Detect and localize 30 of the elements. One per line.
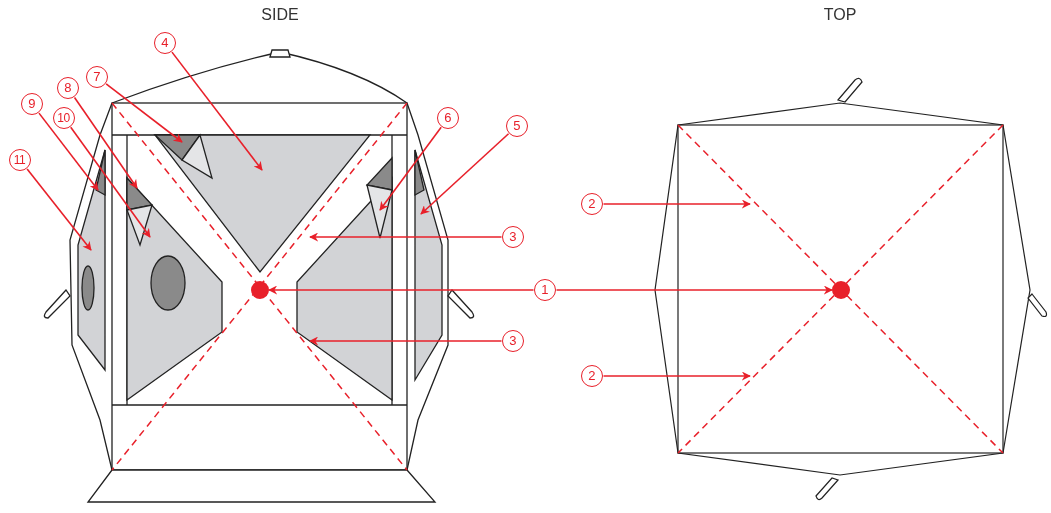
callout-number: 11 — [8, 148, 31, 171]
callout-number: 6 — [436, 106, 459, 129]
callout-number: 7 — [85, 65, 108, 88]
callout-number: 3 — [501, 225, 524, 248]
callout-number: 5 — [505, 114, 528, 137]
callout-number: 1 — [533, 278, 556, 301]
leader-line — [73, 96, 138, 189]
leader-line — [69, 126, 151, 238]
callout-number: 8 — [56, 76, 79, 99]
view-title: TOP — [823, 6, 857, 24]
callout-number: 9 — [20, 92, 43, 115]
callout-number: 2 — [580, 192, 603, 215]
marker-dot — [251, 281, 269, 299]
leader-line — [309, 232, 503, 242]
callout-number: 2 — [580, 364, 603, 387]
callout-number: 10 — [52, 106, 75, 129]
callout-number: 4 — [153, 31, 176, 54]
leader-line — [602, 371, 751, 381]
leader-line — [268, 285, 535, 295]
leader-line — [379, 126, 442, 211]
leader-line — [602, 199, 751, 209]
leader-line — [38, 112, 99, 191]
leader-line — [309, 336, 503, 346]
leader-line — [171, 51, 263, 171]
leader-line — [420, 132, 510, 215]
view-title: SIDE — [261, 6, 299, 24]
leader-line — [105, 83, 183, 143]
callout-number: 3 — [501, 329, 524, 352]
leader-line — [555, 285, 833, 295]
leader-line — [26, 168, 92, 251]
